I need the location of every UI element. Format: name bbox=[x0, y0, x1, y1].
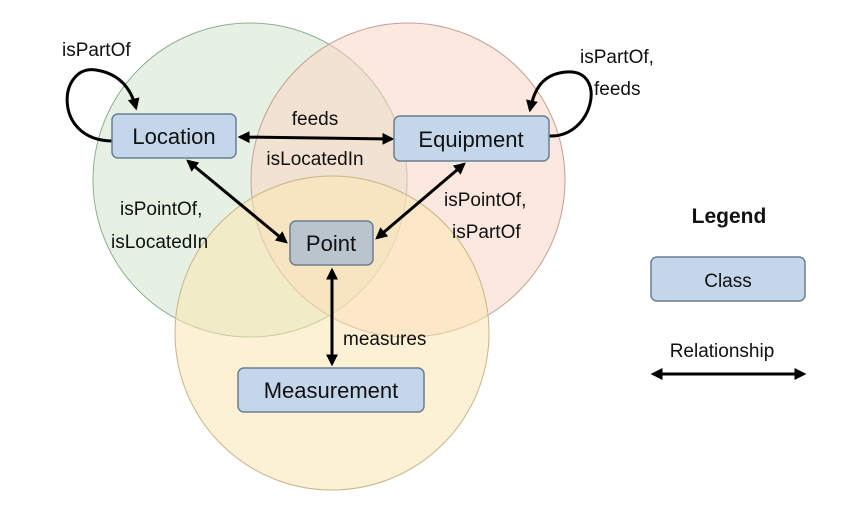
legend-title: Legend bbox=[692, 205, 767, 228]
location-point-label-line2: isLocatedIn bbox=[111, 232, 208, 253]
location-equipment-label-line1: feeds bbox=[292, 109, 338, 130]
equipment-node: Equipment bbox=[393, 115, 550, 162]
measurement-node: Measurement bbox=[237, 367, 425, 413]
location-node: Location bbox=[111, 113, 237, 159]
equipment-point-label-line2: isPartOf bbox=[452, 222, 521, 243]
equipment-self-loop bbox=[526, 70, 593, 138]
location-point-edge bbox=[186, 159, 288, 244]
location-point-label-line1: isPointOf, bbox=[120, 199, 202, 220]
point-node-label: Point bbox=[306, 231, 356, 256]
legend-relationship-label: Relationship bbox=[670, 341, 775, 362]
location-equipment-label-line2: isLocatedIn bbox=[266, 149, 363, 170]
equipment-node-label: Equipment bbox=[418, 127, 523, 152]
equipment-point-edge bbox=[375, 162, 466, 240]
legend-class-label: Class bbox=[704, 271, 752, 292]
point-node: Point bbox=[289, 220, 374, 266]
measurement-node-label: Measurement bbox=[264, 378, 399, 403]
legend-class-swatch bbox=[650, 256, 806, 302]
location-equipment-edge bbox=[237, 131, 395, 145]
equipment-point-label-line1: isPointOf, bbox=[444, 190, 526, 211]
point-measurement-label: measures bbox=[343, 329, 426, 350]
equipment-self-label-line2: feeds bbox=[594, 79, 640, 100]
location-node-label: Location bbox=[132, 124, 215, 149]
location-self-label: isPartOf bbox=[62, 40, 131, 61]
legend: Legend Class Relationship bbox=[650, 205, 807, 380]
equipment-self-label-line1: isPartOf, bbox=[580, 47, 654, 68]
location-self-loop bbox=[65, 68, 140, 143]
